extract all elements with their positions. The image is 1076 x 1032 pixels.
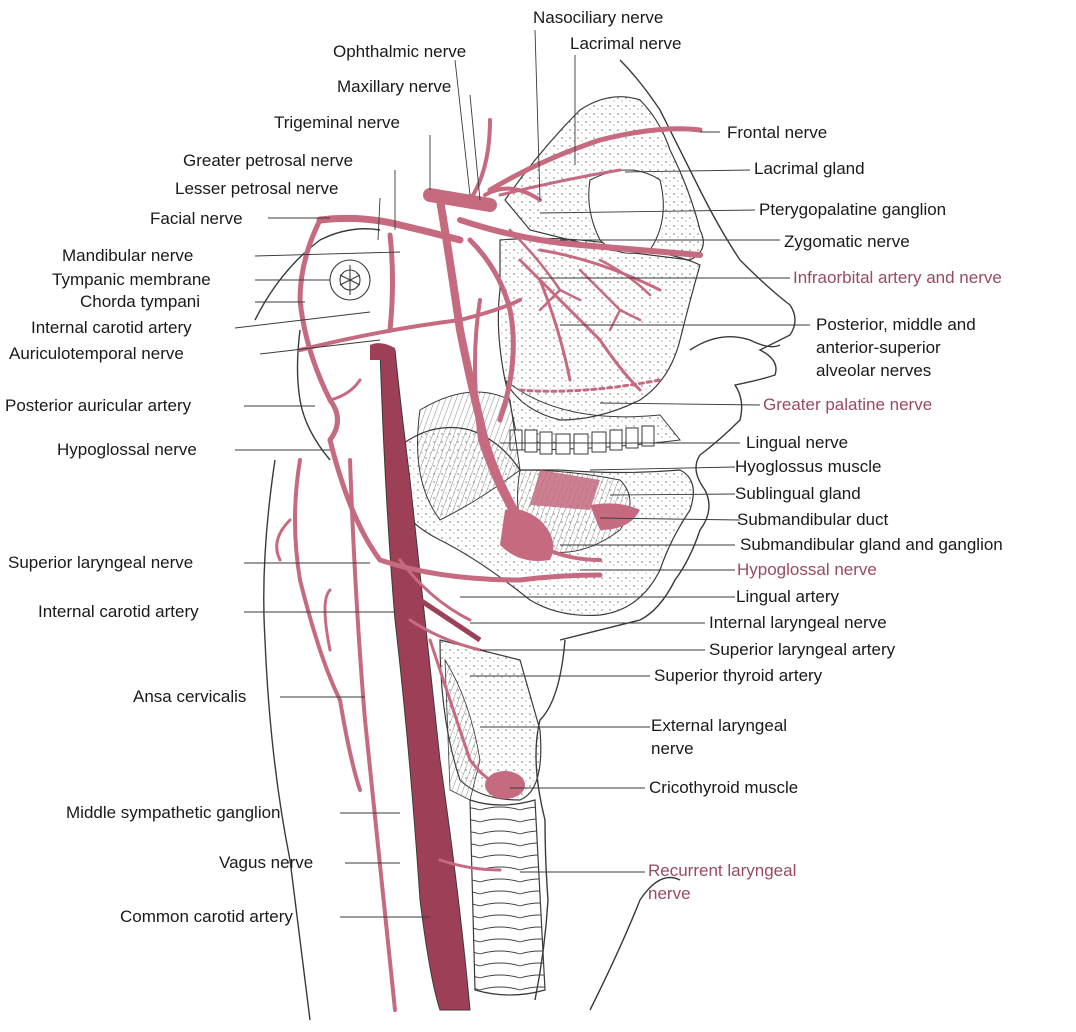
label-external-laryngeal-line-1: External laryngeal xyxy=(651,716,787,736)
label-lingual-nerve: Lingual nerve xyxy=(746,433,848,453)
label-hypoglossal-nerve-right: Hypoglossal nerve xyxy=(737,560,877,580)
label-pterygopalatine-ganglion: Pterygopalatine ganglion xyxy=(759,200,946,220)
label-chorda-tympani: Chorda tympani xyxy=(80,292,200,312)
label-vagus-nerve: Vagus nerve xyxy=(219,853,313,873)
label-alveolar-line-2: anterior-superior xyxy=(816,338,941,358)
label-sublingual-gland: Sublingual gland xyxy=(735,484,861,504)
label-frontal-nerve: Frontal nerve xyxy=(727,123,827,143)
label-lesser-petrosal-nerve: Lesser petrosal nerve xyxy=(175,179,338,199)
label-greater-palatine-nerve: Greater palatine nerve xyxy=(763,395,932,415)
label-common-carotid-artery: Common carotid artery xyxy=(120,907,293,927)
ear xyxy=(330,260,370,300)
label-submandibular-duct: Submandibular duct xyxy=(737,510,888,530)
label-internal-laryngeal-nerve: Internal laryngeal nerve xyxy=(709,613,887,633)
label-posterior-auricular-artery: Posterior auricular artery xyxy=(5,396,191,416)
label-tympanic-membrane: Tympanic membrane xyxy=(52,270,211,290)
label-lacrimal-nerve: Lacrimal nerve xyxy=(570,34,682,54)
label-infraorbital-artery-nerve: Infraorbital artery and nerve xyxy=(793,268,1002,288)
label-alveolar-line-3: alveolar nerves xyxy=(816,361,931,381)
label-hyoglossus-muscle: Hyoglossus muscle xyxy=(735,457,881,477)
skull-bone xyxy=(498,97,703,450)
label-recurrent-laryngeal-line-1: Recurrent laryngeal xyxy=(648,861,796,881)
label-greater-petrosal-nerve: Greater petrosal nerve xyxy=(183,151,353,171)
label-maxillary-nerve: Maxillary nerve xyxy=(337,77,451,97)
label-trigeminal-nerve: Trigeminal nerve xyxy=(274,113,400,133)
label-mandibular-nerve: Mandibular nerve xyxy=(62,246,193,266)
label-submandibular-gland: Submandibular gland and ganglion xyxy=(740,535,1003,555)
label-zygomatic-nerve: Zygomatic nerve xyxy=(784,232,910,252)
label-internal-carotid-artery-upper: Internal carotid artery xyxy=(31,318,192,338)
label-superior-thyroid-artery: Superior thyroid artery xyxy=(654,666,822,686)
label-lacrimal-gland: Lacrimal gland xyxy=(754,159,865,179)
label-external-laryngeal-line-2: nerve xyxy=(651,739,694,759)
label-facial-nerve: Facial nerve xyxy=(150,209,243,229)
label-superior-laryngeal-nerve: Superior laryngeal nerve xyxy=(8,553,193,573)
trachea xyxy=(470,800,545,995)
label-superior-laryngeal-artery: Superior laryngeal artery xyxy=(709,640,895,660)
label-hypoglossal-nerve-left: Hypoglossal nerve xyxy=(57,440,197,460)
label-ansa-cervicalis: Ansa cervicalis xyxy=(133,687,246,707)
label-auriculotemporal-nerve: Auriculotemporal nerve xyxy=(9,344,184,364)
label-middle-sympathetic-ganglion: Middle sympathetic ganglion xyxy=(66,803,281,823)
label-ophthalmic-nerve: Ophthalmic nerve xyxy=(333,42,466,62)
label-nasociliary-nerve: Nasociliary nerve xyxy=(533,8,663,28)
label-internal-carotid-artery-lower: Internal carotid artery xyxy=(38,602,199,622)
label-cricothyroid-muscle: Cricothyroid muscle xyxy=(649,778,798,798)
label-alveolar-line-1: Posterior, middle and xyxy=(816,315,976,335)
label-lingual-artery: Lingual artery xyxy=(736,587,839,607)
label-recurrent-laryngeal-line-2: nerve xyxy=(648,884,691,904)
